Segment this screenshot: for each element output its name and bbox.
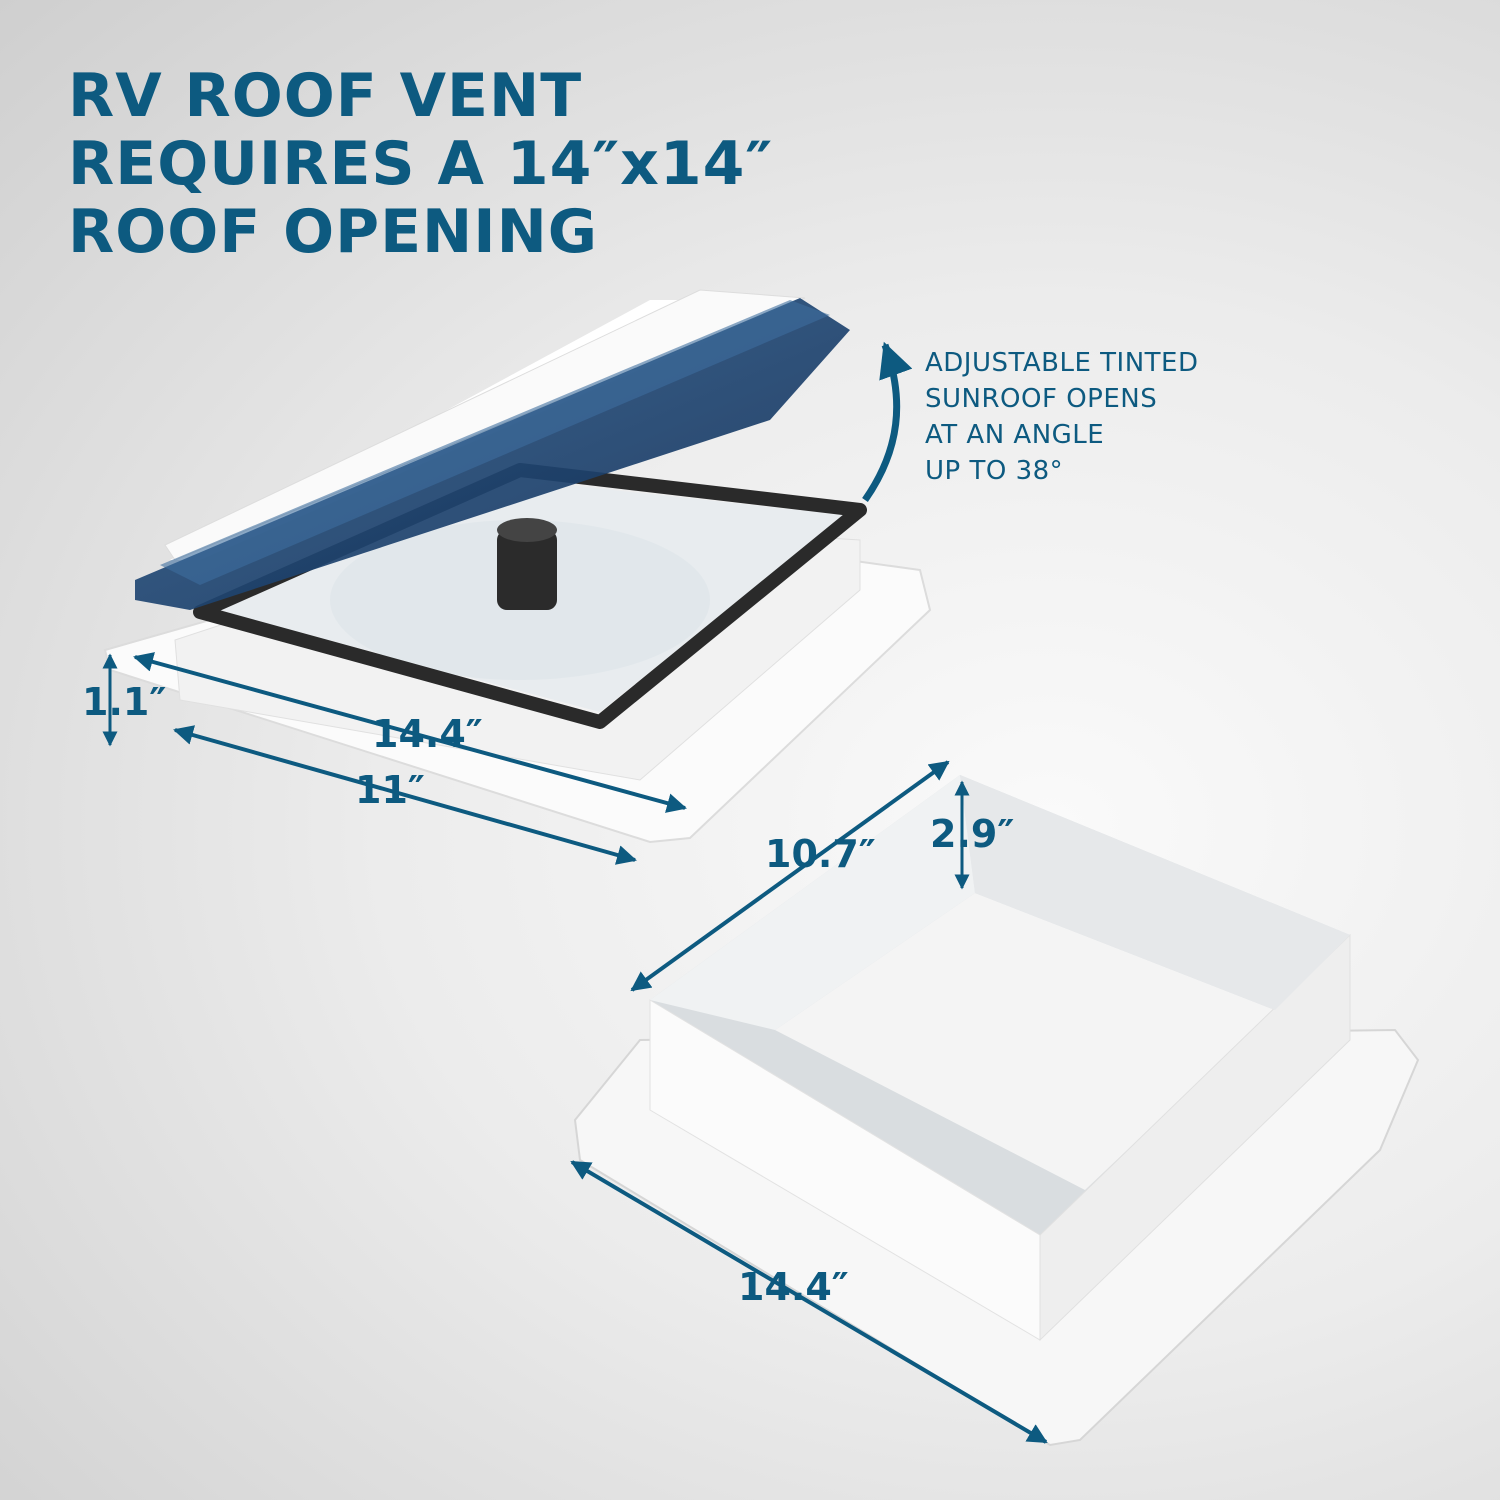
fan-motor xyxy=(497,530,557,610)
dim-vent-outer-width: 14.4″ xyxy=(372,712,483,756)
dim-vent-inner-width: 11″ xyxy=(355,768,425,812)
headline-line: ROOF OPENING xyxy=(68,197,599,267)
dim-trim-box-height: 2.9″ xyxy=(930,812,1015,856)
callout-line: UP TO 38° xyxy=(925,456,1064,486)
headline: RV ROOF VENT REQUIRES A 14″x14″ ROOF OPE… xyxy=(68,62,773,266)
dimension-lines xyxy=(102,652,1048,1444)
curved-arrow-icon xyxy=(862,341,913,503)
callout-line: SUNROOF OPENS xyxy=(925,384,1158,414)
dim-vent-height: 1.1″ xyxy=(82,680,167,724)
dim-trim-box-width: 10.7″ xyxy=(765,832,876,876)
headline-line: REQUIRES A 14″x14″ xyxy=(68,129,774,199)
trim-ring xyxy=(573,775,1420,1447)
callout-line: ADJUSTABLE TINTED xyxy=(925,348,1199,378)
headline-line: RV ROOF VENT xyxy=(68,61,583,131)
sunroof-callout: ADJUSTABLE TINTED SUNROOF OPENS AT AN AN… xyxy=(925,345,1199,489)
roof-vent xyxy=(103,289,932,844)
dim-trim-outer-width: 14.4″ xyxy=(738,1265,849,1309)
callout-line: AT AN ANGLE xyxy=(925,420,1105,450)
